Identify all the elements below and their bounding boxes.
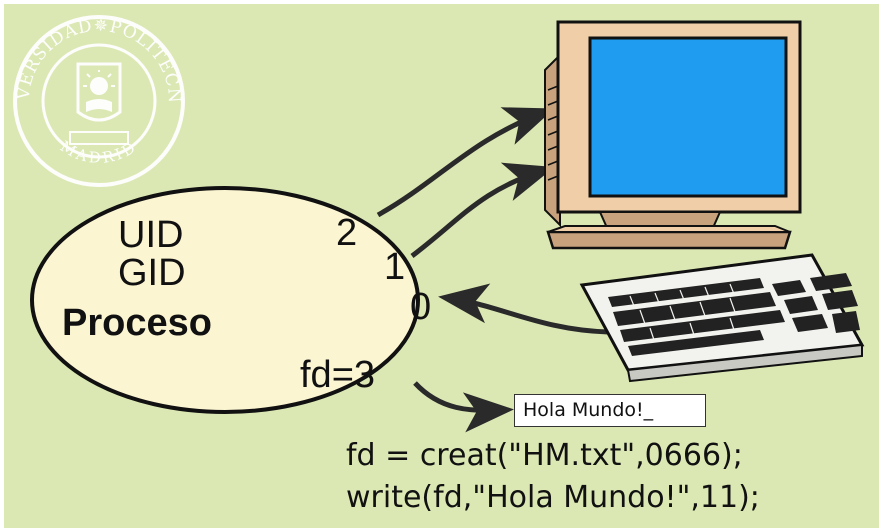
file-window: Hola Mundo!_ [514,394,706,427]
process-name: Proceso [62,302,212,344]
arrow-fd3-to-file [413,381,514,433]
gid-label: GID [118,252,186,294]
monitor-icon [544,20,802,250]
fd-new-label: fd=3 [300,354,376,396]
arrow-keyboard-to-fd0 [438,283,609,335]
fd-1-label: 1 [384,246,406,288]
code-line-creat: fd = creat("HM.txt",0666); [346,438,743,473]
arrow-fd2-to-screen [376,107,555,218]
process-ellipse [30,186,420,414]
fd-0-label: 0 [410,286,432,328]
uid-label: UID [118,214,184,256]
code-line-write: write(fd,"Hola Mundo!",11); [346,480,760,515]
arrow-fd1-to-screen [410,162,555,258]
fd-2-label: 2 [336,212,358,254]
university-seal-logo: UNIVERSIDAD✵POLITECNICA MADRID [0,0,185,187]
keyboard-icon [579,253,865,383]
